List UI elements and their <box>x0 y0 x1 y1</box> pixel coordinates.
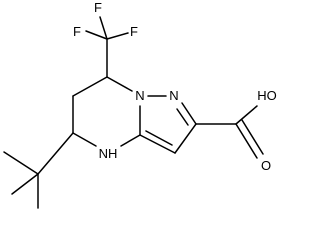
bond-n4-c3a <box>120 134 141 147</box>
atom-label-n2: N <box>169 88 178 103</box>
bond-c7-c6 <box>72 76 108 97</box>
bond-c-o-double-a <box>235 123 258 159</box>
bond-c-o-double-b <box>241 119 264 155</box>
bond-c5-n4 <box>72 132 97 147</box>
bond-cq-me2 <box>11 173 39 195</box>
atom-label-n1: N <box>135 88 144 103</box>
atom-label-f1: F <box>73 24 81 39</box>
bond-n7a-c7 <box>106 76 133 92</box>
bond-cf3-f1 <box>85 30 108 40</box>
bond-c5-cq <box>37 132 74 175</box>
atom-label-f3: F <box>130 24 138 39</box>
atom-label-f2: F <box>94 0 102 15</box>
bond-c3-c3a-inner <box>145 130 173 146</box>
bond-cq-me1 <box>3 151 39 175</box>
bond-n1-c2-inner <box>176 108 189 126</box>
atom-label-oh: HO <box>257 88 277 103</box>
bond-c2-c3 <box>174 123 197 154</box>
bond-c-oh <box>235 105 258 125</box>
bond-cf3-f3 <box>106 32 129 40</box>
atom-label-nh: NH <box>99 146 118 161</box>
bond-cf3-f2 <box>99 16 108 40</box>
bond-n1-c2 <box>181 102 197 125</box>
bond-c3-c3a <box>139 134 176 154</box>
atom-label-o: O <box>261 158 271 173</box>
chemical-structure: F F F N N NH HO O <box>3 0 277 209</box>
